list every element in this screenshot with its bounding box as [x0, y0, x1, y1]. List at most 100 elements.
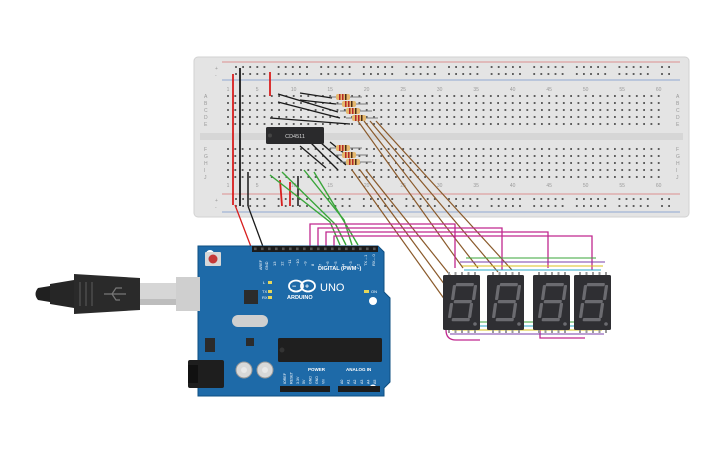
seven-segment-display[interactable] [533, 272, 570, 333]
header-pin[interactable] [289, 247, 292, 251]
header-pin[interactable] [352, 247, 355, 251]
header-pin[interactable] [310, 247, 313, 251]
seven-segment-display[interactable] [443, 272, 480, 333]
wires-brown[interactable] [351, 120, 513, 301]
power-pin-label: 5V [302, 379, 306, 384]
resistor-top-2[interactable] [336, 101, 368, 107]
analog-pin-label: A2 [353, 380, 357, 384]
seven-segment-displays[interactable] [443, 272, 611, 333]
display-decimal-point [563, 322, 567, 326]
display-pin [551, 272, 553, 275]
header-pin[interactable] [275, 247, 278, 251]
display-pin [492, 272, 494, 275]
header-pin[interactable] [296, 247, 299, 251]
header-pin[interactable] [373, 247, 376, 251]
digital-pin-label: ~3 [348, 261, 353, 266]
power-jack-inner [188, 365, 198, 383]
jumper-black-1[interactable] [277, 93, 339, 113]
usb-cable[interactable] [35, 274, 201, 314]
header-pin[interactable] [261, 247, 264, 251]
resistor-bottom-1[interactable] [330, 145, 362, 151]
svg-text:−: − [292, 284, 296, 291]
display-pin [544, 272, 547, 275]
digital-header[interactable] [252, 246, 378, 252]
analog-pin-label: A5 [373, 380, 377, 384]
seven-segment-display[interactable] [574, 272, 611, 333]
header-pin[interactable] [303, 247, 306, 251]
row-letter-right: G [676, 154, 680, 160]
display-segment [451, 318, 470, 322]
on-led [364, 290, 369, 293]
jumper-black-2[interactable] [277, 101, 341, 119]
digital-label: DIGITAL (PWM~) [318, 266, 362, 272]
resistor-bottom-2[interactable] [336, 152, 368, 158]
header-pin[interactable] [317, 247, 320, 251]
header-pin[interactable] [282, 247, 285, 251]
display-segment [451, 285, 457, 300]
crystal [232, 315, 268, 327]
mount-hole-2 [369, 297, 377, 305]
jumper-black-3[interactable] [299, 99, 337, 105]
column-number: 1 [227, 87, 230, 93]
ic-chip-cd4511[interactable]: CD4511 [266, 127, 324, 144]
display-segment [582, 318, 601, 322]
wires-magenta[interactable] [309, 223, 593, 341]
digital-pin-label: ~5 [333, 261, 338, 266]
resistor-bottom-3[interactable] [340, 159, 372, 165]
power-header[interactable] [280, 386, 330, 392]
display-segment [541, 285, 547, 300]
header-pin[interactable] [338, 247, 341, 251]
header-pin[interactable] [345, 247, 348, 251]
svg-text:+: + [305, 284, 309, 291]
rail-plus-label-top: + [215, 66, 218, 72]
display-segment [472, 285, 478, 300]
row-letter-right: A [676, 94, 680, 100]
display-pin [557, 272, 560, 275]
jumper-black-4[interactable] [299, 92, 333, 99]
row-letter-right: F [676, 147, 679, 153]
display-pin [498, 330, 501, 333]
display-pin [454, 330, 457, 333]
display-pin [461, 330, 463, 333]
jumper-black-6[interactable] [309, 141, 339, 171]
display-segment [499, 283, 518, 287]
display-segment [582, 285, 588, 300]
jumper-red-bottom-1[interactable] [279, 179, 283, 207]
row-letter-left: I [204, 168, 205, 174]
seven-segment-display[interactable] [487, 272, 524, 333]
column-number: 50 [583, 87, 589, 93]
digital-pin-label: 2 [356, 263, 361, 266]
digital-pin-label: 13 [272, 261, 277, 266]
display-segment [543, 300, 562, 304]
column-number: 10 [291, 183, 297, 189]
usb-plug-grips [79, 282, 93, 306]
resistor-top-3[interactable] [340, 108, 372, 114]
column-number: 5 [256, 87, 259, 93]
display-pin [467, 272, 470, 275]
header-pin[interactable] [359, 247, 362, 251]
display-pin [579, 272, 581, 275]
digital-pin-label: 4 [340, 263, 345, 266]
analog-header[interactable] [338, 386, 380, 392]
resistor-top-4[interactable] [346, 115, 378, 121]
breadboard-jumpers[interactable]: CD4511 [232, 68, 378, 207]
header-pin[interactable] [268, 247, 271, 251]
column-number: 55 [619, 183, 625, 189]
header-pin[interactable] [366, 247, 369, 251]
jumper-black-5[interactable] [269, 117, 351, 125]
reset-button[interactable] [205, 252, 221, 266]
display-pin [448, 272, 450, 275]
column-number: 1 [227, 183, 230, 189]
header-pin[interactable] [324, 247, 327, 251]
rail-minus-label-bottom: - [215, 205, 217, 211]
header-pin[interactable] [331, 247, 334, 251]
resistor-top-1[interactable] [330, 94, 362, 100]
header-pin[interactable] [254, 247, 257, 251]
jumper-black-7[interactable] [319, 141, 347, 166]
jumper-black-9[interactable] [299, 145, 327, 169]
usb-connector-port [176, 277, 200, 311]
analog-pin-label: A1 [347, 380, 351, 384]
l-led [268, 281, 272, 284]
